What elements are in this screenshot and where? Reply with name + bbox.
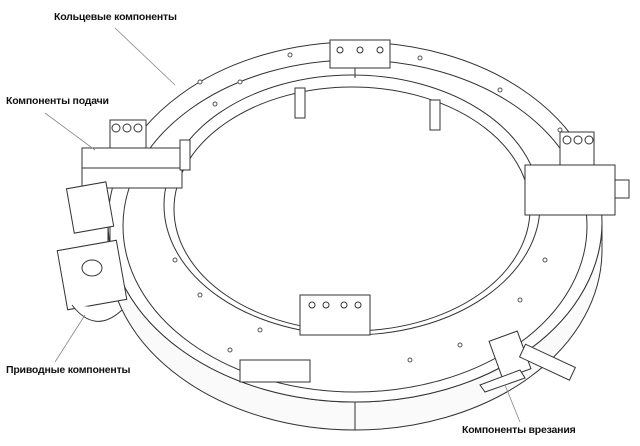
label-ring-components: Кольцевые компоненты (54, 11, 177, 23)
label-drive-components: Приводные компоненты (6, 364, 131, 376)
ring-body (107, 40, 603, 431)
side-plate (239, 359, 311, 383)
label-feed-components: Компоненты подачи (6, 95, 109, 107)
drive-motor (56, 181, 128, 322)
leader-lines (44, 27, 521, 423)
label-cutting-components: Компоненты врезания (462, 424, 576, 436)
cutting-unit (479, 330, 576, 393)
bolt-holes (172, 52, 563, 363)
bottom-clamp (299, 294, 371, 336)
top-clamp (329, 39, 391, 69)
feed-block-right (524, 131, 630, 216)
inner-brackets (179, 87, 441, 171)
